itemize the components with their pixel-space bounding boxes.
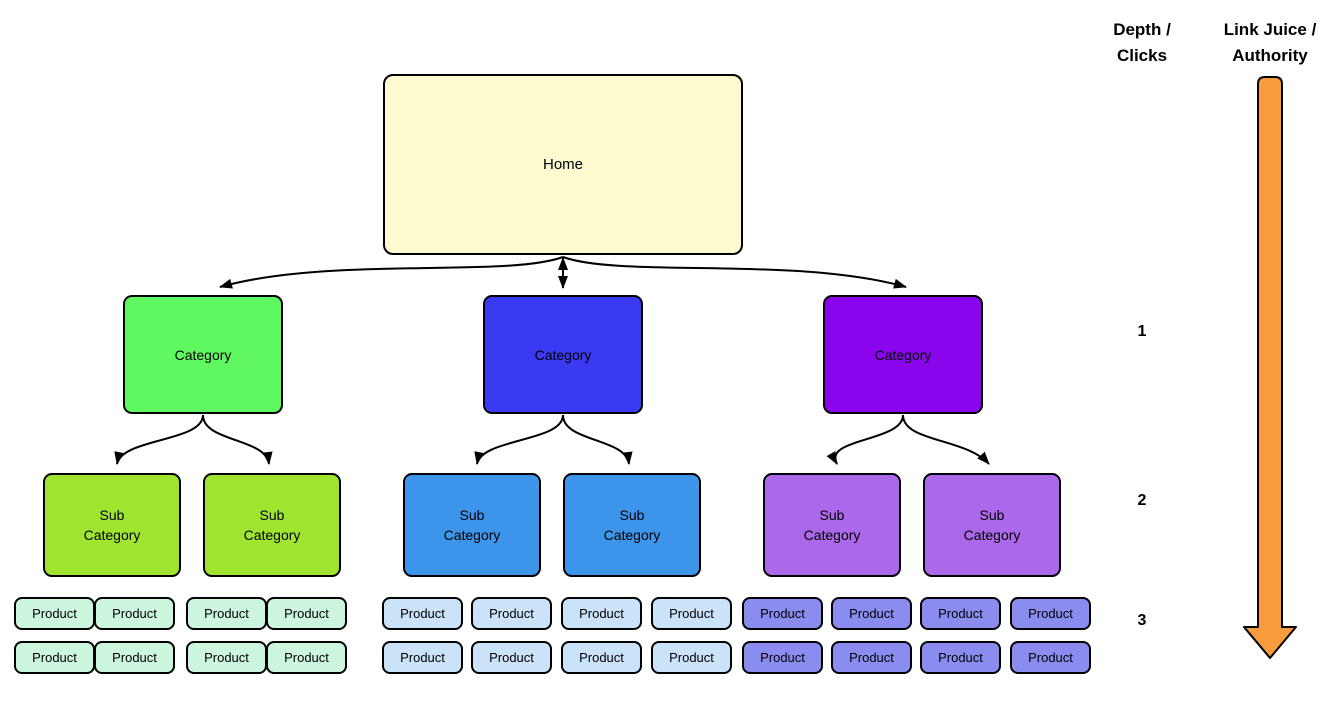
product-box: Product bbox=[14, 597, 95, 630]
product-box: Product bbox=[561, 641, 642, 674]
node-category-2: Category bbox=[483, 295, 643, 414]
node-category-3: Category bbox=[823, 295, 983, 414]
product-box: Product bbox=[266, 597, 347, 630]
depth-marker-3: 3 bbox=[1137, 612, 1147, 629]
product-box: Product bbox=[382, 641, 463, 674]
product-box: Product bbox=[471, 597, 552, 630]
product-box: Product bbox=[266, 641, 347, 674]
link-juice-header: Link Juice / Authority bbox=[1223, 20, 1317, 65]
node-subcategory-5: Sub Category bbox=[763, 473, 901, 577]
home-label: Home bbox=[542, 155, 583, 173]
connector-category1-sub2 bbox=[202, 414, 273, 465]
product-box: Product bbox=[94, 597, 175, 630]
connector-category2-sub1 bbox=[474, 414, 564, 465]
subcategory-label: Sub Category bbox=[243, 507, 301, 543]
node-subcategory-6: Sub Category bbox=[923, 473, 1061, 577]
product-box: Product bbox=[186, 641, 267, 674]
subcategory-label: Sub Category bbox=[83, 507, 141, 543]
product-box: Product bbox=[920, 641, 1001, 674]
product-box: Product bbox=[742, 597, 823, 630]
product-box: Product bbox=[382, 597, 463, 630]
product-box: Product bbox=[186, 597, 267, 630]
node-subcategory-4: Sub Category bbox=[563, 473, 701, 577]
subcategory-label: Sub Category bbox=[803, 507, 861, 543]
node-subcategory-2: Sub Category bbox=[203, 473, 341, 577]
subcategory-label: Sub Category bbox=[443, 507, 501, 543]
connector-category3-sub1 bbox=[826, 414, 904, 465]
node-category-1: Category bbox=[123, 295, 283, 414]
connector-category1-sub1 bbox=[114, 414, 204, 465]
subcategory-label: Sub Category bbox=[603, 507, 661, 543]
product-box: Product bbox=[561, 597, 642, 630]
product-box: Product bbox=[94, 641, 175, 674]
depth-marker-2: 2 bbox=[1137, 492, 1147, 509]
product-box: Product bbox=[651, 597, 732, 630]
depth-marker-1: 1 bbox=[1137, 323, 1147, 340]
product-box: Product bbox=[920, 597, 1001, 630]
product-box: Product bbox=[831, 597, 912, 630]
link-juice-arrow bbox=[1243, 76, 1297, 659]
product-box: Product bbox=[1010, 597, 1091, 630]
depth-clicks-header: Depth / Clicks bbox=[1113, 20, 1171, 65]
product-box: Product bbox=[1010, 641, 1091, 674]
product-box: Product bbox=[14, 641, 95, 674]
product-box: Product bbox=[742, 641, 823, 674]
category-label: Category bbox=[874, 346, 932, 363]
category-label: Category bbox=[534, 346, 592, 363]
node-home: Home bbox=[383, 74, 743, 255]
product-box: Product bbox=[651, 641, 732, 674]
connector-category3-sub2 bbox=[902, 414, 990, 465]
connector-home-category-3 bbox=[562, 256, 907, 289]
product-box: Product bbox=[831, 641, 912, 674]
connector-home-category-1 bbox=[219, 256, 564, 289]
node-subcategory-1: Sub Category bbox=[43, 473, 181, 577]
node-subcategory-3: Sub Category bbox=[403, 473, 541, 577]
connector-category2-sub2 bbox=[562, 414, 633, 465]
subcategory-label: Sub Category bbox=[963, 507, 1021, 543]
category-label: Category bbox=[174, 346, 232, 363]
product-box: Product bbox=[471, 641, 552, 674]
